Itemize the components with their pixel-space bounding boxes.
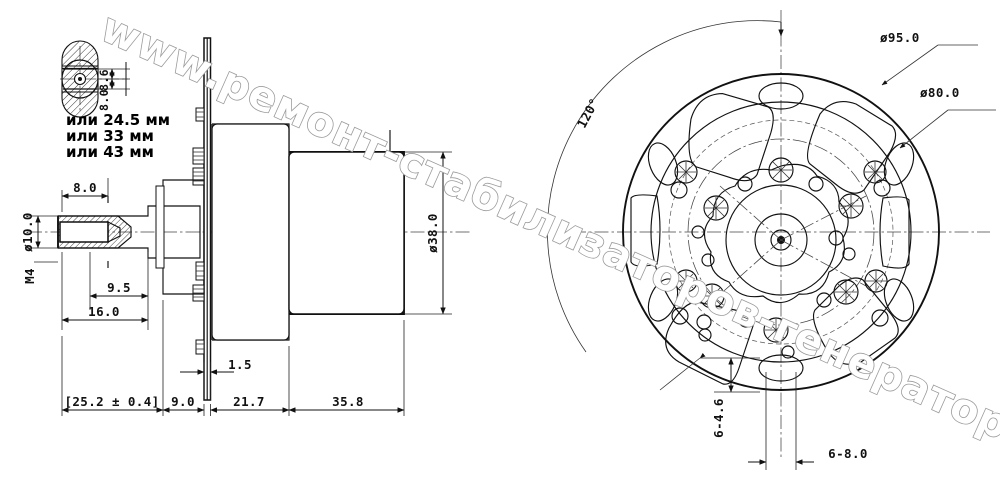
leader-d95: ø95.0 xyxy=(880,30,978,86)
dim-hole-spacing: 6-8.0 xyxy=(748,372,868,470)
dim-9-5: 9.5 xyxy=(107,280,131,295)
note-line-2: или 33 мм xyxy=(66,127,154,145)
dim-flat-depth: 8.0 xyxy=(97,89,111,111)
shaft-boss-circle xyxy=(754,213,808,267)
dim-base-3: 35.8 xyxy=(332,394,364,409)
dim-d38: ø38.0 xyxy=(425,213,440,253)
inner-housing-circle xyxy=(650,101,912,363)
bolt-circle-dashed xyxy=(668,119,894,345)
dim-base-1: 9.0 xyxy=(171,394,195,409)
dim-m4: M4 xyxy=(22,268,37,284)
mounting-slots xyxy=(647,82,915,382)
dim-16-0: 16.0 xyxy=(88,304,120,319)
dim-step-length: 9.5 xyxy=(89,252,149,310)
label-thread-m4: M4 xyxy=(22,261,58,284)
motor-body-step-1 xyxy=(211,123,290,341)
dim-6-4-6: 6-4.6 xyxy=(711,398,726,438)
vent-windows xyxy=(630,93,910,385)
dim-flange-thickness: 1.5 xyxy=(180,357,252,400)
dim-body-diameter: ø38.0 xyxy=(404,151,452,315)
commutator-hub-circle xyxy=(725,184,837,296)
leader-d80: ø80.0 xyxy=(899,85,996,149)
shaft-hole xyxy=(770,229,792,251)
dim-across-flats: 8.6 xyxy=(97,69,111,91)
dim-shaft-step: 16.0 xyxy=(61,252,149,330)
mounting-flange-plate xyxy=(155,37,212,401)
note-line-1: или 24.5 мм xyxy=(66,111,170,129)
shaft-cross-section-detail: 8.6 8.0 xyxy=(60,40,130,118)
side-view-group: 8.6 8.0 или 24.5 мм или 33 мм или 43 мм xyxy=(20,37,470,416)
dim-slot-width: 6-4.6 xyxy=(659,352,760,438)
baseline-dimension-chain: [25.2 ± 0.4] 9.0 21.7 35.8 xyxy=(61,300,405,416)
motor-shaft xyxy=(57,196,201,268)
dim-base-2: 21.7 xyxy=(233,394,265,409)
outer-housing-circle xyxy=(622,73,940,391)
motor-body-can xyxy=(288,130,405,315)
dim-1-5: 1.5 xyxy=(228,357,252,372)
note-line-3: или 43 мм xyxy=(66,143,154,161)
dim-d10: ø10.0 xyxy=(20,212,35,252)
dim-d80: ø80.0 xyxy=(920,85,960,100)
dim-shaft-diameter: ø10.0 xyxy=(20,212,58,252)
dim-base-0: [25.2 ± 0.4] xyxy=(64,394,159,409)
dim-8-0: 8.0 xyxy=(73,180,97,195)
radial-construction-lines xyxy=(715,185,867,299)
small-holes xyxy=(670,176,891,359)
screw-heads xyxy=(674,157,888,343)
end-view-group: 120° xyxy=(547,10,996,470)
dim-6-8-0: 6-8.0 xyxy=(828,446,868,461)
flange-tabs xyxy=(192,107,205,355)
dim-d95: ø95.0 xyxy=(880,30,920,45)
dim-120-deg: 120° xyxy=(574,95,602,130)
dim-key-length: 8.0 xyxy=(61,178,109,212)
variant-note-block: или 24.5 мм или 33 мм или 43 мм xyxy=(66,111,170,161)
